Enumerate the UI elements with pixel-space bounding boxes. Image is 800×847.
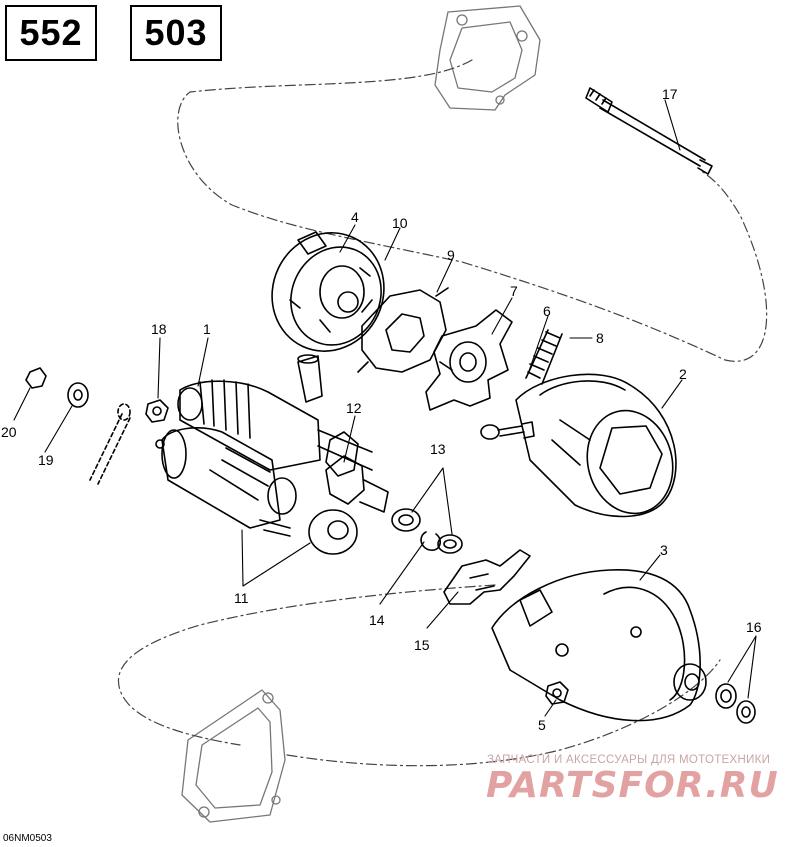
watermark-brand: PARTSFOR.RU [486,765,779,806]
callout-14: 14 [369,612,385,628]
callout-18: 18 [151,321,167,337]
battery-cable [89,403,131,485]
brush-plate [357,287,453,373]
bushing-13b [437,534,463,554]
watermark-tagline: ЗАПЧАСТИ И АКСЕССУАРЫ ДЛЯ МОТОТЕХНИКИ [487,754,771,766]
planet-carrier [425,309,513,411]
leader-lines [13,99,757,717]
nut-5 [545,681,569,705]
callout-7: 7 [510,283,518,299]
washer-19 [67,382,89,408]
nut-20 [25,367,47,389]
circlip [420,531,442,551]
callout-20: 20 [1,424,17,440]
solenoid-assembly [155,427,297,537]
callout-4: 4 [351,209,359,225]
model-box-552: 552 [5,5,97,61]
callout-9: 9 [447,247,455,263]
bushing-16a [715,683,737,709]
callout-10: 10 [392,215,408,231]
end-cover [308,509,358,555]
pinion-gear [325,455,389,513]
callout-8: 8 [596,330,604,346]
callout-11: 11 [234,590,249,606]
shift-lever [443,549,531,605]
callout-3: 3 [660,542,668,558]
callout-12: 12 [346,400,362,416]
through-bolt [585,87,713,175]
callout-5: 5 [538,717,546,733]
callout-16: 16 [746,619,762,635]
callout-1: 1 [203,321,211,337]
field-housing [515,373,677,518]
armature [177,379,373,477]
spring [525,329,563,385]
callout-13: 13 [430,441,446,457]
callout-6: 6 [543,303,551,319]
callout-numbers: 17 4 10 9 7 6 8 2 1 18 12 13 14 15 3 5 1… [1,86,762,733]
engine-flange-top [434,5,541,111]
phantom-outline-upper [177,59,768,362]
brush [297,354,323,403]
nut-18 [145,399,169,423]
model-box-503: 503 [130,5,222,61]
callout-17: 17 [662,86,678,102]
housing-screw [480,421,535,440]
bushing-13a [391,508,421,532]
callout-15: 15 [414,637,430,653]
callout-19: 19 [38,452,54,468]
callout-2: 2 [679,366,687,382]
engine-flange-bottom [181,689,286,823]
drive-housing [491,569,707,722]
rear-end-cap [271,231,385,352]
drawing-code: 06NM0503 [3,833,52,844]
bushing-16b [736,700,756,724]
phantom-outline-lower [117,584,721,767]
